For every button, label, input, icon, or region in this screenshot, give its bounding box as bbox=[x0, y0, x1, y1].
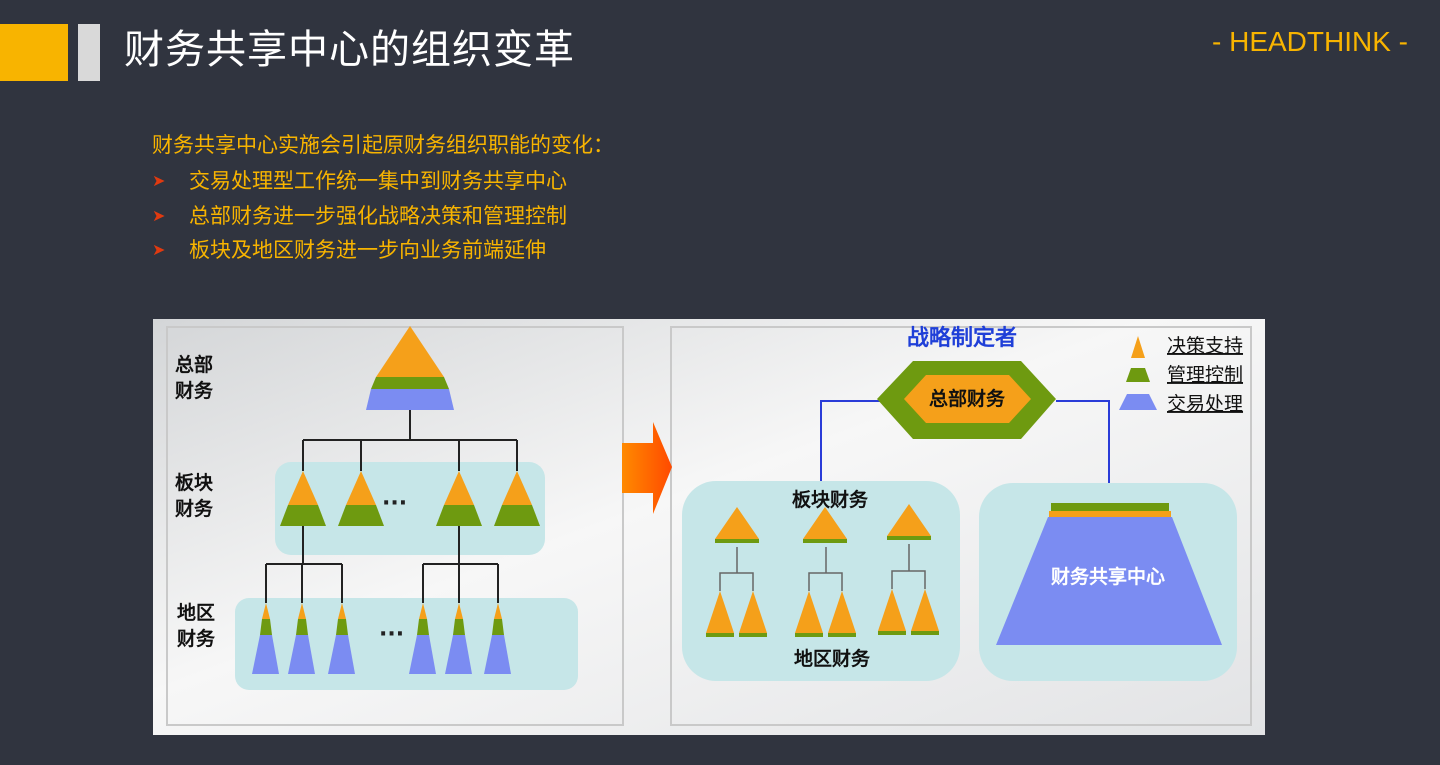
bullet-text: 板块及地区财务进一步向业务前端延伸 bbox=[189, 238, 546, 262]
right-region-pyramid-5 bbox=[878, 589, 906, 635]
strategist-label: 战略制定者 bbox=[907, 325, 1017, 351]
segment-pyramid-2 bbox=[338, 471, 384, 526]
right-frame bbox=[670, 326, 1252, 726]
segment-pyramid-1 bbox=[280, 471, 326, 526]
bullet-item: ➤ 总部财务进一步强化战略决策和管理控制 bbox=[152, 199, 567, 234]
region-panel bbox=[235, 598, 578, 690]
right-segment-pyramid-1 bbox=[715, 507, 759, 543]
bullet-item: ➤ 板块及地区财务进一步向业务前端延伸 bbox=[152, 233, 567, 268]
right-region-pyramid-3 bbox=[795, 591, 823, 637]
brand-label: - HEADTHINK - bbox=[1212, 26, 1408, 57]
title-accent-yellow bbox=[0, 24, 68, 81]
hq-hexagon bbox=[877, 361, 1056, 439]
ssc-trapezoid bbox=[996, 503, 1222, 645]
label-region-line1: 地区 bbox=[177, 601, 215, 624]
label-region-line2: 财务 bbox=[177, 627, 216, 650]
legend-transaction-icon bbox=[1119, 394, 1157, 410]
right-region-pyramid-1 bbox=[706, 591, 734, 637]
intro-text: 财务共享中心实施会引起原财务组织职能的变化： bbox=[152, 133, 614, 157]
bullet-list: ➤交易处理型工作统一集中到财务共享中心 ➤总部财务进一步强化战略决策和管理控制 … bbox=[152, 164, 567, 268]
legend-decision-label: 决策支持 bbox=[1167, 335, 1243, 357]
hq-label: 总部财务 bbox=[929, 387, 1006, 410]
title-accent-gray bbox=[78, 24, 100, 81]
bullet-arrow-icon: ➤ bbox=[152, 240, 166, 259]
right-region-pyramid-6 bbox=[911, 589, 939, 635]
region-pyramid-4 bbox=[409, 603, 436, 674]
region-pyramid-1 bbox=[252, 603, 279, 674]
label-hq-line1: 总部 bbox=[175, 353, 213, 376]
right-segment-pyramid-2 bbox=[803, 507, 847, 543]
bullet-arrow-icon: ➤ bbox=[152, 205, 166, 225]
right-region-pyramid-2 bbox=[739, 591, 767, 637]
label-segment-line1: 板块 bbox=[175, 471, 214, 494]
left-connectors bbox=[265, 410, 518, 603]
ssc-label: 财务共享中心 bbox=[1051, 565, 1165, 588]
region-pyramid-6 bbox=[484, 603, 511, 674]
region-label: 地区财务 bbox=[794, 647, 871, 670]
hq-pyramid bbox=[366, 326, 454, 410]
right-tree-connectors bbox=[719, 544, 926, 591]
bullet-item: ➤ 交易处理型工作统一集中到财务共享中心 bbox=[152, 164, 567, 199]
segment-pyramid-4 bbox=[494, 471, 540, 526]
region-ellipsis: ··· bbox=[379, 622, 404, 647]
region-pyramid-3 bbox=[328, 603, 355, 674]
right-segment-pyramid-3 bbox=[887, 504, 931, 540]
segment-ellipsis: ··· bbox=[382, 491, 407, 516]
left-frame bbox=[166, 326, 624, 726]
bullet-text: 交易处理型工作统一集中到财务共享中心 bbox=[189, 169, 567, 193]
legend-control-label: 管理控制 bbox=[1167, 364, 1243, 386]
right-connectors bbox=[820, 400, 1110, 485]
label-segment-line2: 财务 bbox=[175, 497, 214, 520]
region-pyramid-5 bbox=[445, 603, 472, 674]
bullet-text: 总部财务进一步强化战略决策和管理控制 bbox=[189, 203, 567, 228]
segment-pyramid-3 bbox=[436, 471, 482, 526]
right-region-pyramid-4 bbox=[828, 591, 856, 637]
label-hq-line2: 财务 bbox=[175, 379, 214, 402]
legend-control-icon bbox=[1126, 368, 1150, 382]
org-change-diagram: 总部 财务 板块 财务 地区 财务 bbox=[153, 319, 1265, 735]
region-pyramid-2 bbox=[288, 603, 315, 674]
transition-arrow-icon bbox=[622, 422, 672, 514]
segment-label: 板块财务 bbox=[792, 488, 869, 511]
bullet-arrow-icon: ➤ bbox=[152, 171, 166, 190]
page-title: 财务共享中心的组织变革 bbox=[124, 27, 575, 73]
legend-decision-icon bbox=[1131, 336, 1145, 358]
segment-panel bbox=[275, 462, 545, 555]
legend: 决策支持 管理控制 交易处理 bbox=[1119, 335, 1243, 415]
legend-transaction-label: 交易处理 bbox=[1167, 393, 1243, 415]
